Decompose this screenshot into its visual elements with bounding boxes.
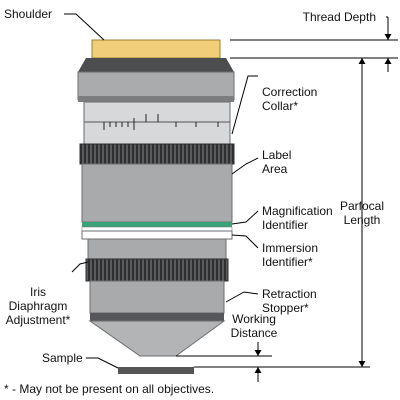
knurled-ring-upper (79, 143, 235, 165)
retraction-stopper (89, 280, 225, 314)
collar-scale (103, 114, 219, 130)
label-immersion-2: Identifier* (262, 255, 313, 269)
lower-barrel (87, 238, 227, 260)
label-label-area-1: Label (262, 148, 291, 162)
label-correction-collar-2: Collar* (262, 99, 298, 113)
label-magnification-2: Identifier (262, 218, 308, 232)
upper-barrel (77, 71, 235, 101)
label-retraction-2: Stopper* (262, 301, 309, 315)
correction-collar (83, 101, 231, 145)
nose-cone (88, 320, 226, 357)
label-immersion-1: Immersion (262, 241, 318, 255)
label-working-distance-1: Working (232, 312, 276, 326)
label-label-area-2: Area (262, 162, 288, 176)
knurled-ring-iris (85, 258, 229, 282)
label-shoulder: Shoulder (4, 7, 52, 21)
shoulder-bevel (78, 58, 234, 72)
label-retraction-1: Retraction (262, 287, 317, 301)
label-magnification-1: Magnification (262, 204, 333, 218)
label-iris-3: Adjustment* (6, 313, 71, 327)
label-correction-collar-1: Correction (262, 85, 317, 99)
label-iris-1: Iris (30, 285, 46, 299)
immersion-band (81, 230, 233, 240)
sample-slide (118, 367, 194, 374)
label-parfocal-2: Length (344, 213, 381, 227)
footnote: * - May not be present on all objectives… (4, 382, 215, 396)
label-iris-2: Diaphragm (9, 299, 68, 313)
label-sample: Sample (42, 351, 83, 365)
label-parfocal-1: Parfocal (340, 199, 384, 213)
magnification-band (82, 222, 232, 227)
label-working-distance-2: Distance (231, 326, 278, 340)
label-area (81, 163, 233, 223)
thread-section (91, 39, 221, 59)
label-thread-depth: Thread Depth (303, 10, 376, 24)
